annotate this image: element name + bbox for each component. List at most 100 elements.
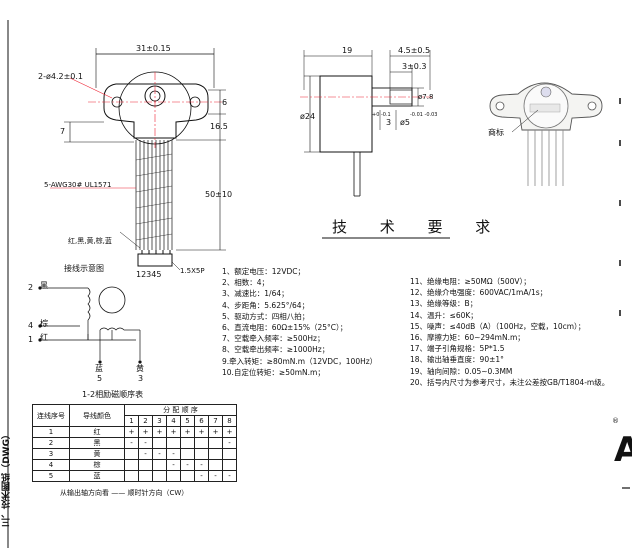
row-cell: -	[124, 437, 139, 449]
step-header-5: 5	[180, 415, 195, 427]
row-color: 棕	[69, 459, 125, 471]
pin-3-number: 3	[138, 374, 144, 383]
wire-spec-label: 5-AWG30# UL1571	[44, 181, 112, 189]
specs-left-list: 1、额定电压：12VDC；2、相数：4；3、减速比：1/64；4、步距角：5.6…	[222, 266, 377, 378]
spec-item: 8、空载牵出频率：≥1000Hz；	[222, 345, 330, 355]
pin-1-number: 1	[28, 335, 34, 344]
row-number: 4	[32, 459, 70, 471]
side-section-label: 三、技术图纸（DWG）	[2, 430, 12, 527]
pin-5-number: 5	[97, 374, 103, 383]
spec-item: 20、括号内尺寸为参考尺寸，未注公差按GB/T1804-m级。	[410, 377, 610, 387]
spec-item: 4、步距角：5.625°/64；	[222, 300, 310, 310]
spec-item: 14、温升：≤60K；	[410, 310, 478, 320]
spec-item: 10.自定位转矩：≥50mN.m；	[222, 367, 325, 377]
row-cell	[180, 437, 195, 449]
row-cell	[124, 470, 139, 482]
sequence-caption: 1-2相励磁顺序表	[82, 390, 144, 399]
side-tol-b: -0.01 -0.03	[410, 112, 438, 118]
row-cell: -	[180, 459, 195, 471]
side-dim-3b: 3	[386, 118, 392, 127]
spec-item: 12、绝缘介电强度：600VAC/1mA/1s；	[410, 288, 548, 298]
row-number: 3	[32, 448, 70, 460]
specs-right-list: 11、绝缘电阻：≥50MΩ（500V）； 12、绝缘介电强度：600VAC/1mA…	[410, 276, 609, 388]
side-dim-d7-8: ø7.8	[418, 93, 434, 101]
row-cell	[152, 459, 167, 471]
wiring-title: 接线示意图	[64, 264, 104, 273]
spec-item: 7、空载牵入频率：≥500Hz；	[222, 334, 325, 344]
row-cell	[208, 437, 223, 449]
row-cell: -	[138, 448, 153, 460]
row-color: 黑	[69, 437, 125, 449]
sequence-footer: 从输出轴方向看 —— 顺时针方向（CW）	[60, 489, 189, 497]
row-cell	[194, 437, 209, 449]
row-cell: -	[152, 448, 167, 460]
spec-item: 1、额定电压：12VDC；	[222, 267, 305, 276]
spec-item: 13、绝缘等级：B；	[410, 299, 478, 309]
dim-50: 50±10	[205, 190, 233, 199]
spec-item: 11、绝缘电阻：≥50MΩ（500V）；	[410, 277, 531, 286]
row-cell: +	[194, 426, 209, 438]
row-cell	[180, 448, 195, 460]
row-cell: +	[124, 426, 139, 438]
registered-mark: ®	[612, 417, 619, 425]
row-cell	[124, 459, 139, 471]
header-seq: 连线序号	[32, 404, 70, 427]
specs-title: 技 术 要 求	[332, 218, 505, 236]
wire-colors-label: 红,黑,黄,棕,蓝	[68, 237, 112, 245]
spec-item: 19、轴向间隙：0.05~0.3MM	[410, 366, 513, 376]
row-cell: -	[166, 448, 181, 460]
dim-width: 31±0.15	[136, 44, 171, 53]
row-cell	[124, 448, 139, 460]
connector-label: 1.5X5P	[180, 267, 205, 275]
row-cell: -	[194, 459, 209, 471]
row-cell: +	[222, 426, 237, 438]
spec-item: 3、减速比：1/64；	[222, 289, 289, 299]
header-order: 分 配 顺 序	[124, 404, 237, 416]
row-color: 黄	[69, 448, 125, 460]
row-cell	[166, 437, 181, 449]
step-header-4: 4	[166, 415, 181, 427]
step-header-6: 6	[194, 415, 209, 427]
row-cell	[194, 448, 209, 460]
pin-3-color: 黄	[136, 364, 144, 373]
row-cell: -	[138, 437, 153, 449]
row-number: 5	[32, 470, 70, 482]
row-cell	[222, 448, 237, 460]
spec-item: 9.牵入转矩：≥80mN.m（12VDC，100Hz）	[222, 356, 378, 366]
spec-item: 5、驱动方式：四相八拍；	[222, 311, 310, 321]
row-cell	[138, 470, 153, 482]
spec-item: 17、端子引角规格：5P*1.5	[410, 344, 505, 354]
row-cell	[138, 459, 153, 471]
row-cell: +	[208, 426, 223, 438]
header-color: 导线颜色	[69, 404, 125, 427]
side-dim-d24: ø24	[300, 112, 316, 121]
spec-item: 6、直流电阻：60Ω±15%（25°C）；	[222, 323, 348, 333]
row-cell	[152, 470, 167, 482]
row-number: 2	[32, 437, 70, 449]
connector-pins: 12345	[136, 270, 162, 279]
dim-left-7: 7	[60, 127, 66, 136]
side-tol-a: +0 -0.1	[372, 112, 391, 118]
side-dim-3: 3±0.3	[402, 62, 427, 71]
row-cell	[208, 448, 223, 460]
pin-2-number: 2	[28, 283, 34, 292]
step-header-2: 2	[138, 415, 153, 427]
row-cell	[180, 470, 195, 482]
row-cell: +	[138, 426, 153, 438]
step-header-7: 7	[208, 415, 223, 427]
row-cell: -	[222, 470, 237, 482]
row-cell: -	[166, 459, 181, 471]
side-dim-4-5: 4.5±0.5	[398, 46, 431, 55]
pin-2-color: 黑	[40, 281, 48, 290]
spec-item: 18、输出轴垂直度：90±1°	[410, 355, 504, 365]
row-cell: +	[180, 426, 195, 438]
pin-4-color: 棕	[40, 319, 48, 328]
dim-holes: 2-ø4.2±0.1	[38, 72, 84, 81]
step-header-8: 8	[222, 415, 237, 427]
